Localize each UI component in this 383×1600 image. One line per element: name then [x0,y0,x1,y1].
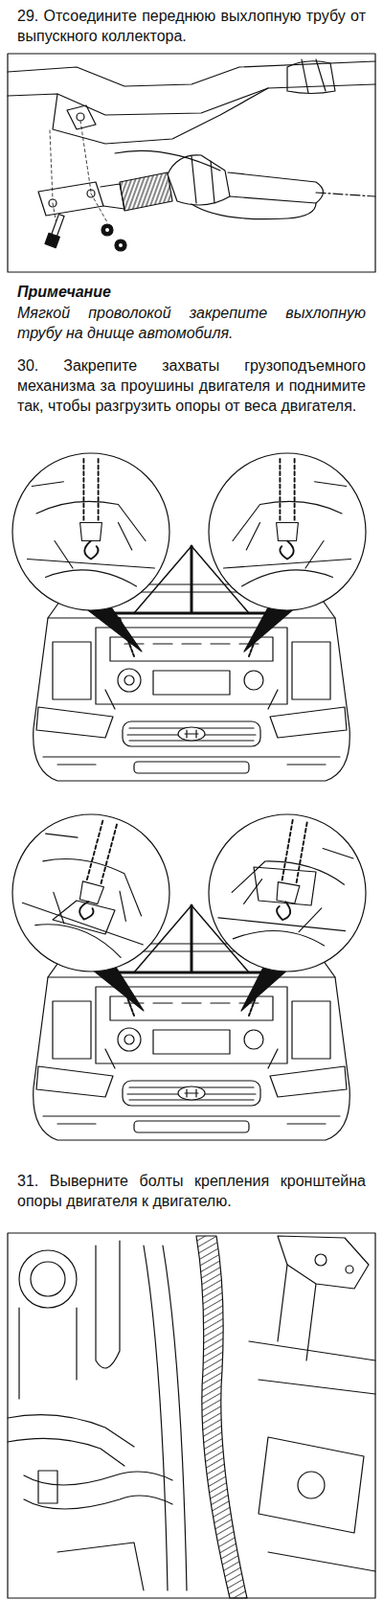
exhaust-pipe-figure [7,53,376,272]
exhaust-pipe-figure-part [118,243,123,248]
exhaust-pipe-figure-part [49,120,108,230]
note-heading: Примечание [17,281,366,302]
exhaust-pipe-figure-part [315,192,376,197]
exhaust-pipe-figure-part [119,172,173,211]
engine-mount-figure-part [38,1469,58,1503]
engine-mount-figure-part [277,1235,369,1288]
step-text: 30. Закрепите захваты грузоподъемного ме… [17,355,366,416]
exhaust-pipe-figure-part [191,202,316,220]
engine-mount-figure-part [143,1244,187,1590]
exhaust-pipe-figure-part-part [51,214,65,237]
exhaust-pipe-figure-part [67,105,96,130]
exhaust-pipe-figure-part [227,172,324,203]
note-text: Мягкой проволокой закрепите выхлопную тр… [17,302,366,343]
engine-mount-figure-part [30,1261,66,1296]
exhaust-pipe-figure-part [287,61,336,94]
engine-mount-figure-part [19,1306,77,1398]
engine-hoist-figure-2-part [15,805,172,962]
exhaust-pipe-figure-part [76,112,85,121]
engine-mount-figure-part [297,1470,325,1498]
engine-hoist-figure-2-part [215,810,363,958]
exhaust-pipe-figure-part [7,53,376,272]
engine-mount-figure-part [315,1253,327,1265]
engine-hoist-figure-1-part [26,458,155,586]
engine-mount-figure-part [7,1232,376,1598]
engine-hoist-figure-2-part [52,866,316,934]
step-text: 29. Отсоедините переднюю выхлопную трубу… [17,5,366,46]
engine-mount-figure-part [345,1264,354,1273]
step-text: 31. Выверните болты крепления кронштейна… [17,1170,366,1211]
engine-hoist-figure-1-part [12,452,170,610]
engine-mount-figure-part [57,1541,376,1590]
engine-mount-figure-part [248,1340,376,1394]
engine-mount-figure-part [7,1414,135,1465]
engine-mount-figure-part [258,1436,364,1532]
exhaust-pipe-figure-part [101,224,113,236]
engine-mount-figure-part [95,1239,120,1368]
engine-hoist-figure-2 [12,805,366,1140]
engine-mount-figure-part [19,1249,77,1307]
exhaust-pipe-figure-part [7,84,376,115]
exhaust-pipe-figure-part [167,155,230,205]
exhaust-pipe-figure-part [114,239,127,251]
exhaust-pipe-figure-part [301,59,326,93]
engine-mount-figure [7,1232,376,1598]
exhaust-pipe-figure-part [105,227,110,232]
engine-hoist-figure-1 [12,452,366,781]
engine-mount-figure-part [196,1235,248,1598]
engine-hoist-figure-1-part [208,452,366,610]
exhaust-pipe-figure-part [45,213,68,248]
exhaust-pipe-figure-part [52,88,269,144]
engine-mount-figure-part [23,1470,173,1509]
exhaust-pipe-figure-part [114,150,221,171]
engine-hoist-figure-1-part [224,458,352,586]
